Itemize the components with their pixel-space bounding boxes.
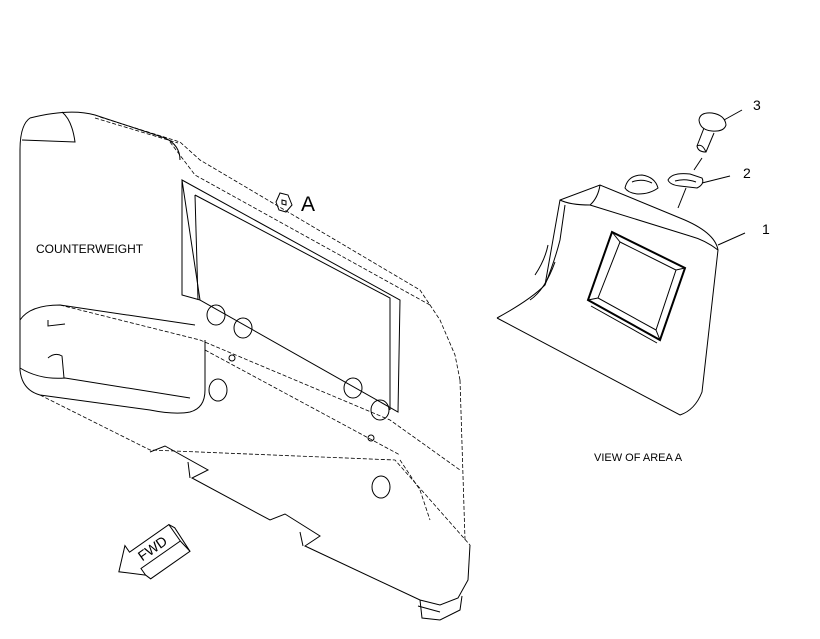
counterweight-top-edge: [99, 116, 461, 381]
callout-3: 3: [753, 97, 761, 113]
fwd-arrow: FWD: [118, 523, 191, 580]
part-2-washer: [667, 173, 704, 189]
view-caption: VIEW OF AREA A: [594, 452, 683, 464]
leader-1: [717, 232, 746, 246]
part-1-block: [496, 184, 719, 416]
detail-view: [496, 109, 746, 416]
leader-3: [723, 109, 743, 121]
fwd-label: FWD: [135, 533, 170, 564]
area-a-label: A: [301, 193, 315, 216]
part-3-bolt: [696, 112, 727, 153]
fwd-arrow-icon: [118, 523, 182, 576]
part-1-recess: [586, 230, 687, 344]
counterweight-bottom-edge: [149, 445, 471, 606]
counterweight-panel: [181, 179, 401, 413]
area-a-marker: [275, 192, 293, 213]
callout-1: 1: [762, 221, 770, 237]
leader-2: [701, 175, 731, 184]
counterweight-holes: [206, 304, 391, 499]
callout-2: 2: [743, 165, 751, 181]
counterweight-left-block: [19, 117, 206, 414]
counterweight-drawing: [19, 111, 471, 621]
counterweight-label: COUNTERWEIGHT: [36, 242, 144, 256]
